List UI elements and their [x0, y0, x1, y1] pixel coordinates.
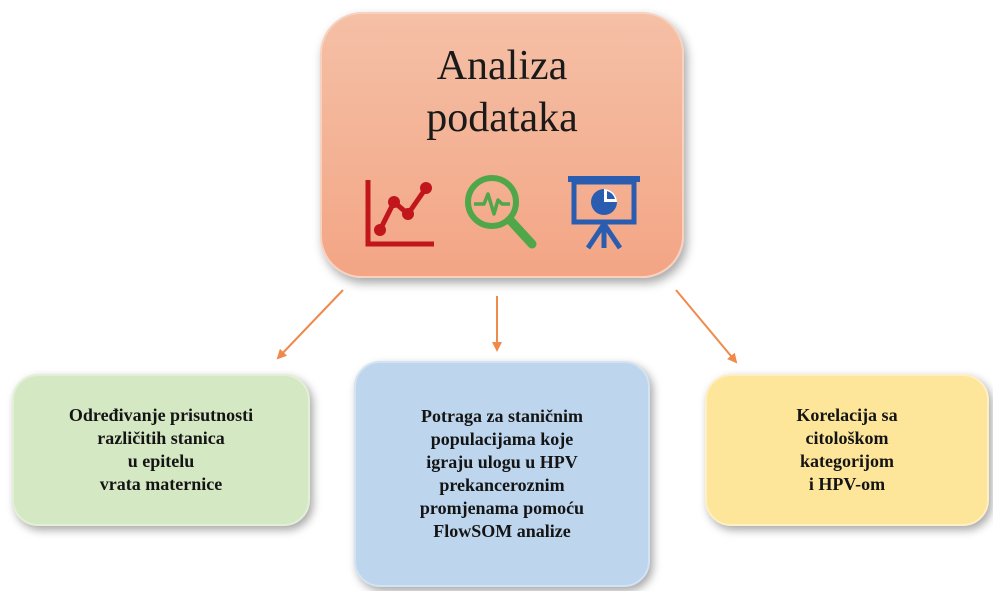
root-node: Analiza podataka [320, 12, 684, 278]
child-node-left: Određivanje prisutnosti različitih stani… [12, 374, 310, 526]
child-node-right: Korelacija sa citološkom kategorijom i H… [705, 374, 989, 526]
arrow-to-right [675, 289, 738, 364]
magnifier-pulse-icon [465, 175, 537, 249]
line-chart-icon [365, 180, 434, 247]
arrow-to-left [276, 289, 344, 360]
presentation-pie-icon [568, 176, 640, 250]
root-title: Analiza podataka [426, 43, 578, 141]
child-node-middle: Potraga za staničnim populacijama koje i… [354, 361, 650, 587]
root-icons [322, 172, 686, 252]
